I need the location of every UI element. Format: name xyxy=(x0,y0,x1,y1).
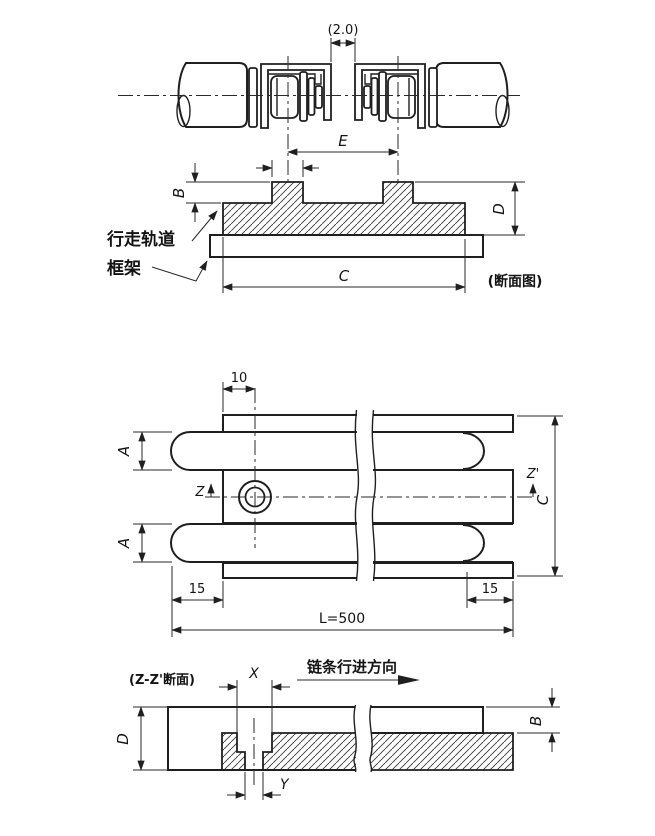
left-roller xyxy=(177,62,248,128)
a1-dim-label: A xyxy=(115,446,133,457)
right-strip xyxy=(371,706,484,734)
left-break-line xyxy=(353,704,357,773)
bottom-rail-outline xyxy=(170,523,513,563)
bottom-rail-fill xyxy=(171,524,513,562)
zz-caption: (Z-Z'断面) xyxy=(129,672,195,688)
left-plate-1 xyxy=(299,71,308,122)
d-dim-label: D xyxy=(490,203,508,215)
break-band xyxy=(357,406,373,586)
rail-leader-line xyxy=(191,210,218,242)
right-angle-bracket xyxy=(354,63,426,129)
right-nub xyxy=(363,85,372,109)
frame-leader-label: 框架 xyxy=(107,258,141,279)
gap-dim-label: (2.0) xyxy=(328,23,359,38)
left-hatch-piece-2 xyxy=(262,732,356,771)
right-15-label: 15 xyxy=(482,582,499,597)
right-washer xyxy=(428,67,438,128)
right-plate-1 xyxy=(378,71,387,122)
left-angle-bracket xyxy=(260,63,332,129)
a2-dim-label: A xyxy=(115,538,133,549)
left-link-block xyxy=(270,75,299,119)
right-break-line xyxy=(369,704,373,773)
frame-plate xyxy=(209,234,484,258)
rail-leader-label: 行走轨道 xyxy=(106,229,175,250)
right-plate-2 xyxy=(370,77,379,116)
section-b-label: B xyxy=(527,716,545,726)
section-caption: (断面图) xyxy=(488,273,543,290)
top-rail-socket-arc xyxy=(462,432,485,470)
section-b-ext-lines xyxy=(486,706,560,734)
left-plate-2 xyxy=(307,77,316,116)
c-dim-label: C xyxy=(339,267,350,285)
plan-c-dim-label: C xyxy=(534,494,552,505)
length-dim-label: L=500 xyxy=(319,611,365,627)
right-hatch-block xyxy=(371,732,514,771)
z-prime-label: Z' xyxy=(526,467,539,482)
left-washer xyxy=(248,67,258,128)
z-label: Z xyxy=(195,485,206,500)
b-ext-lines xyxy=(186,181,270,204)
right-link-block xyxy=(387,75,416,119)
b-dim-label: B xyxy=(170,188,188,198)
direction-label: 链条行进方向 xyxy=(307,658,397,676)
section-d-ext-lines xyxy=(133,706,168,771)
bottom-rail-socket-arc xyxy=(462,524,485,562)
frame-leader-line xyxy=(151,260,208,282)
section-d-label: D xyxy=(114,733,132,745)
left-nub xyxy=(314,85,323,109)
rail-cross-section xyxy=(222,181,466,236)
a1-ext-lines xyxy=(133,431,172,471)
top-rail-fill xyxy=(171,432,513,470)
offset-dim-label: 10 xyxy=(231,371,248,386)
left-15-ext-lines xyxy=(171,566,224,637)
pitch-dim-label: E xyxy=(338,132,348,150)
plan-view: Z Z' 10 A A 15 15 L=500 C xyxy=(115,371,563,637)
x-dim-label: X xyxy=(248,666,259,682)
top-rail-outline xyxy=(170,431,513,471)
top-view: (2.0) E B D C 行走轨道 框架 (断面图) xyxy=(106,23,542,293)
gap-ext-lines xyxy=(330,38,356,62)
a2-ext-lines xyxy=(133,523,172,563)
right-roller xyxy=(435,62,509,128)
left-15-label: 15 xyxy=(189,582,206,597)
zz-section-view: (Z-Z'断面) 链条行进方向 X Y D B xyxy=(114,658,560,800)
y-dim-label: Y xyxy=(280,777,290,793)
